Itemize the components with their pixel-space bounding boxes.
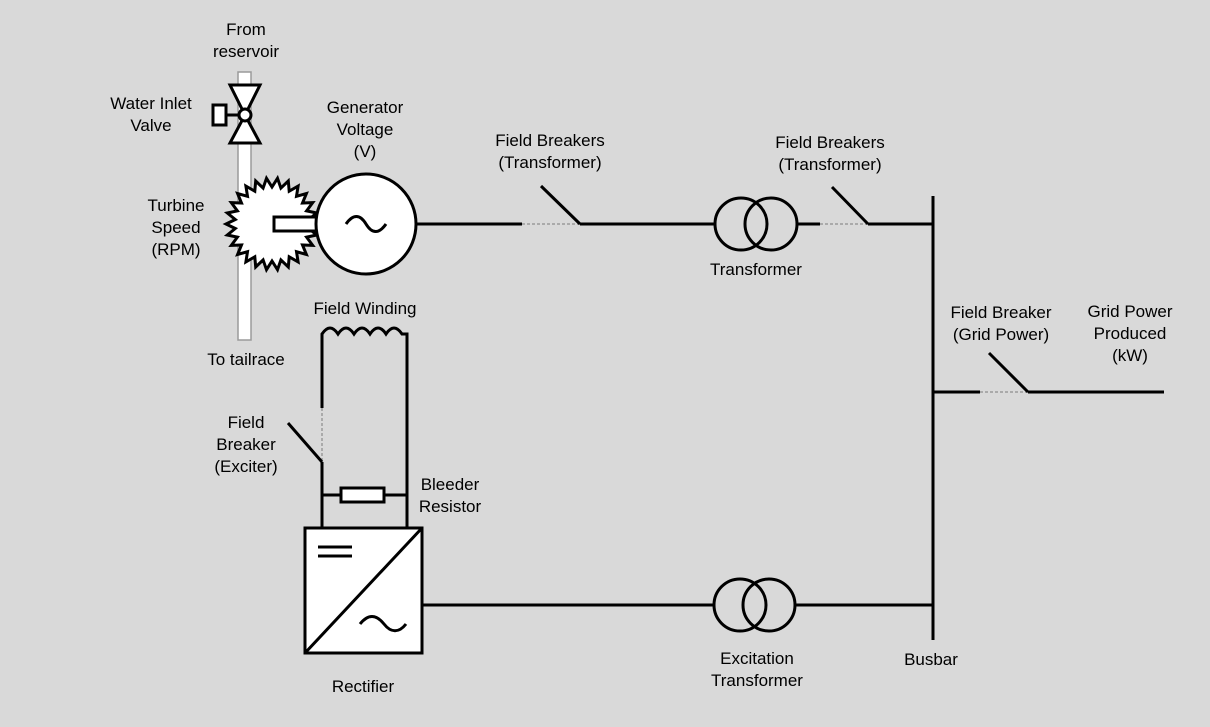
label-line: Turbine — [147, 196, 205, 215]
label-line: Field Breaker — [950, 303, 1052, 322]
bleeder-resistor-icon — [322, 486, 407, 504]
label-line: Transformer — [710, 260, 802, 279]
label-line: (kW) — [1112, 346, 1148, 365]
turbine-gear-icon — [222, 174, 322, 274]
label-line: Breaker — [216, 435, 276, 454]
label-line: Field Breakers — [775, 133, 885, 152]
label-line: To tailrace — [207, 350, 285, 369]
label-line: Bleeder — [420, 475, 480, 494]
label-line: reservoir — [212, 42, 280, 61]
label-line: (Exciter) — [214, 457, 278, 476]
transformer-icon — [713, 196, 799, 252]
label-line: From — [226, 20, 266, 39]
label-bleeder-resistor: Bleeder Resistor — [408, 474, 492, 518]
label-line: Rectifier — [331, 677, 395, 696]
label-turbine-speed: Turbine Speed (RPM) — [136, 195, 216, 261]
label-line: Grid Power — [1087, 302, 1173, 321]
field-winding-icon — [320, 326, 409, 528]
label-to-tailrace: To tailrace — [194, 349, 298, 371]
label-line: Excitation — [720, 649, 794, 668]
label-busbar: Busbar — [893, 649, 969, 671]
generator-icon — [314, 172, 418, 276]
label-line: Water Inlet — [110, 94, 192, 113]
field-breaker-transformer-2-icon[interactable] — [820, 185, 870, 226]
label-field-winding: Field Winding — [305, 298, 425, 320]
field-breaker-grid-icon[interactable] — [987, 351, 1030, 394]
label-line: Generator — [326, 98, 404, 117]
label-line: Field Winding — [313, 299, 417, 318]
label-water-inlet-valve: Water Inlet Valve — [101, 93, 201, 137]
label-line: Valve — [130, 116, 172, 135]
water-inlet-valve-icon[interactable] — [211, 83, 263, 145]
label-grid-power-produced: Grid Power Produced (kW) — [1080, 301, 1180, 367]
label-line: Produced — [1093, 324, 1167, 343]
label-line: (V) — [353, 142, 377, 161]
label-line: Voltage — [336, 120, 394, 139]
label-field-breaker-exciter: Field Breaker (Exciter) — [206, 412, 286, 478]
label-line: (Grid Power) — [952, 325, 1050, 344]
label-line: (Transformer) — [778, 155, 882, 174]
label-generator-voltage: Generator Voltage (V) — [315, 97, 415, 163]
label-field-breakers-2: Field Breakers (Transformer) — [760, 132, 900, 176]
label-line: Field — [227, 413, 265, 432]
label-field-breaker-grid: Field Breaker (Grid Power) — [941, 302, 1061, 346]
label-excitation-transformer: Excitation Transformer — [697, 648, 817, 692]
field-breaker-exciter-icon[interactable] — [286, 408, 324, 528]
label-transformer: Transformer — [701, 259, 811, 281]
label-line: (RPM) — [151, 240, 201, 259]
label-line: (Transformer) — [498, 153, 602, 172]
label-line: Resistor — [418, 497, 482, 516]
label-line: Transformer — [711, 671, 803, 690]
label-from-reservoir: From reservoir — [205, 19, 287, 63]
excitation-transformer-icon — [712, 577, 797, 633]
label-line: Field Breakers — [495, 131, 605, 150]
field-breaker-transformer-1-icon[interactable] — [522, 184, 582, 226]
label-rectifier: Rectifier — [318, 676, 408, 698]
label-field-breakers-1: Field Breakers (Transformer) — [480, 130, 620, 174]
label-line: Speed — [151, 218, 201, 237]
label-line: Busbar — [904, 650, 958, 669]
rectifier-icon — [303, 526, 424, 655]
